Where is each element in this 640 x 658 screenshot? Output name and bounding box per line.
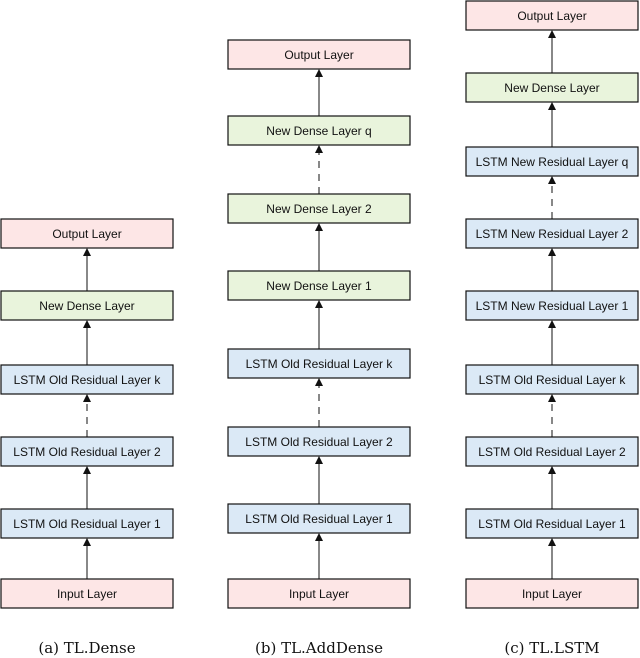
panel-a-layer-1: LSTM Old Residual Layer 1 bbox=[0, 508, 174, 539]
panel-tl-dense: Input Layer LSTM Old Residual Layer 1 LS… bbox=[0, 218, 174, 657]
panel-c-layer-3: LSTM Old Residual Layer k bbox=[465, 364, 639, 395]
layer-box bbox=[227, 270, 411, 301]
layer-label: Input Layer bbox=[522, 587, 582, 601]
layer-label: LSTM Old Residual Layer 1 bbox=[245, 512, 393, 526]
layer-label: New Dense Layer 1 bbox=[266, 279, 372, 293]
layer-label: Output Layer bbox=[52, 227, 121, 241]
panel-c-layer-6: LSTM New Residual Layer q bbox=[465, 146, 639, 177]
layer-label: Output Layer bbox=[284, 48, 353, 62]
layer-label: New Dense Layer bbox=[504, 81, 599, 95]
panel-c-layer-1: LSTM Old Residual Layer 1 bbox=[465, 508, 639, 539]
layer-label: LSTM Old Residual Layer 2 bbox=[478, 445, 626, 459]
panel-b-layer-5: New Dense Layer 2 bbox=[227, 193, 411, 224]
panel-b-layer-2: LSTM Old Residual Layer 2 bbox=[227, 426, 411, 457]
panel-c-layer-2: LSTM Old Residual Layer 2 bbox=[465, 436, 639, 467]
layer-label: LSTM Old Residual Layer k bbox=[479, 373, 627, 387]
layer-label: New Dense Layer 2 bbox=[266, 202, 372, 216]
panel-c-layer-4: LSTM New Residual Layer 1 bbox=[465, 290, 639, 321]
panel-caption: (c) TL.LSTM bbox=[504, 639, 599, 657]
panel-caption: (b) TL.AddDense bbox=[255, 639, 383, 657]
panel-b-layer-1: LSTM Old Residual Layer 1 bbox=[227, 503, 411, 534]
panel-c-layer-5: LSTM New Residual Layer 2 bbox=[465, 218, 639, 249]
layer-label: LSTM New Residual Layer q bbox=[476, 155, 629, 169]
layer-box bbox=[465, 72, 639, 103]
layer-label: LSTM Old Residual Layer 1 bbox=[478, 517, 626, 531]
layer-box bbox=[0, 364, 174, 395]
panel-c-layer-8: Output Layer bbox=[465, 0, 639, 31]
panel-a-layer-4: New Dense Layer bbox=[0, 290, 174, 321]
layer-label: LSTM New Residual Layer 1 bbox=[476, 299, 629, 313]
panel-b-layer-0: Input Layer bbox=[227, 578, 411, 609]
layer-label: LSTM Old Residual Layer 2 bbox=[13, 445, 161, 459]
layer-label: New Dense Layer bbox=[39, 299, 134, 313]
panel-b-layer-7: Output Layer bbox=[227, 39, 411, 70]
layer-label: Input Layer bbox=[289, 587, 349, 601]
layer-box bbox=[227, 426, 411, 457]
layer-label: LSTM Old Residual Layer 2 bbox=[245, 435, 393, 449]
layer-label: Output Layer bbox=[517, 9, 586, 23]
layer-box bbox=[227, 348, 411, 379]
layer-box bbox=[0, 218, 174, 249]
panel-a-layer-3: LSTM Old Residual Layer k bbox=[0, 364, 174, 395]
panel-b-layer-3: LSTM Old Residual Layer k bbox=[227, 348, 411, 379]
panel-tl-adddense: Input Layer LSTM Old Residual Layer 1 LS… bbox=[227, 39, 411, 657]
layer-label: LSTM Old Residual Layer 1 bbox=[13, 517, 161, 531]
panel-b-layer-6: New Dense Layer q bbox=[227, 115, 411, 146]
layer-label: Input Layer bbox=[57, 587, 117, 601]
layer-box bbox=[0, 578, 174, 609]
layer-label: LSTM Old Residual Layer k bbox=[14, 373, 162, 387]
panel-a-layer-5: Output Layer bbox=[0, 218, 174, 249]
layer-label: New Dense Layer q bbox=[266, 124, 371, 138]
layer-label: LSTM New Residual Layer 2 bbox=[476, 227, 629, 241]
panel-a-layer-2: LSTM Old Residual Layer 2 bbox=[0, 436, 174, 467]
panel-a-layer-0: Input Layer bbox=[0, 578, 174, 609]
layer-label: LSTM Old Residual Layer k bbox=[246, 357, 394, 371]
panel-b-layer-4: New Dense Layer 1 bbox=[227, 270, 411, 301]
panel-c-layer-7: New Dense Layer bbox=[465, 72, 639, 103]
panel-caption: (a) TL.Dense bbox=[38, 639, 135, 657]
layer-box bbox=[227, 578, 411, 609]
layer-box bbox=[0, 508, 174, 539]
panel-tl-lstm: Input Layer LSTM Old Residual Layer 1 LS… bbox=[465, 0, 639, 657]
panel-c-layer-0: Input Layer bbox=[465, 578, 639, 609]
